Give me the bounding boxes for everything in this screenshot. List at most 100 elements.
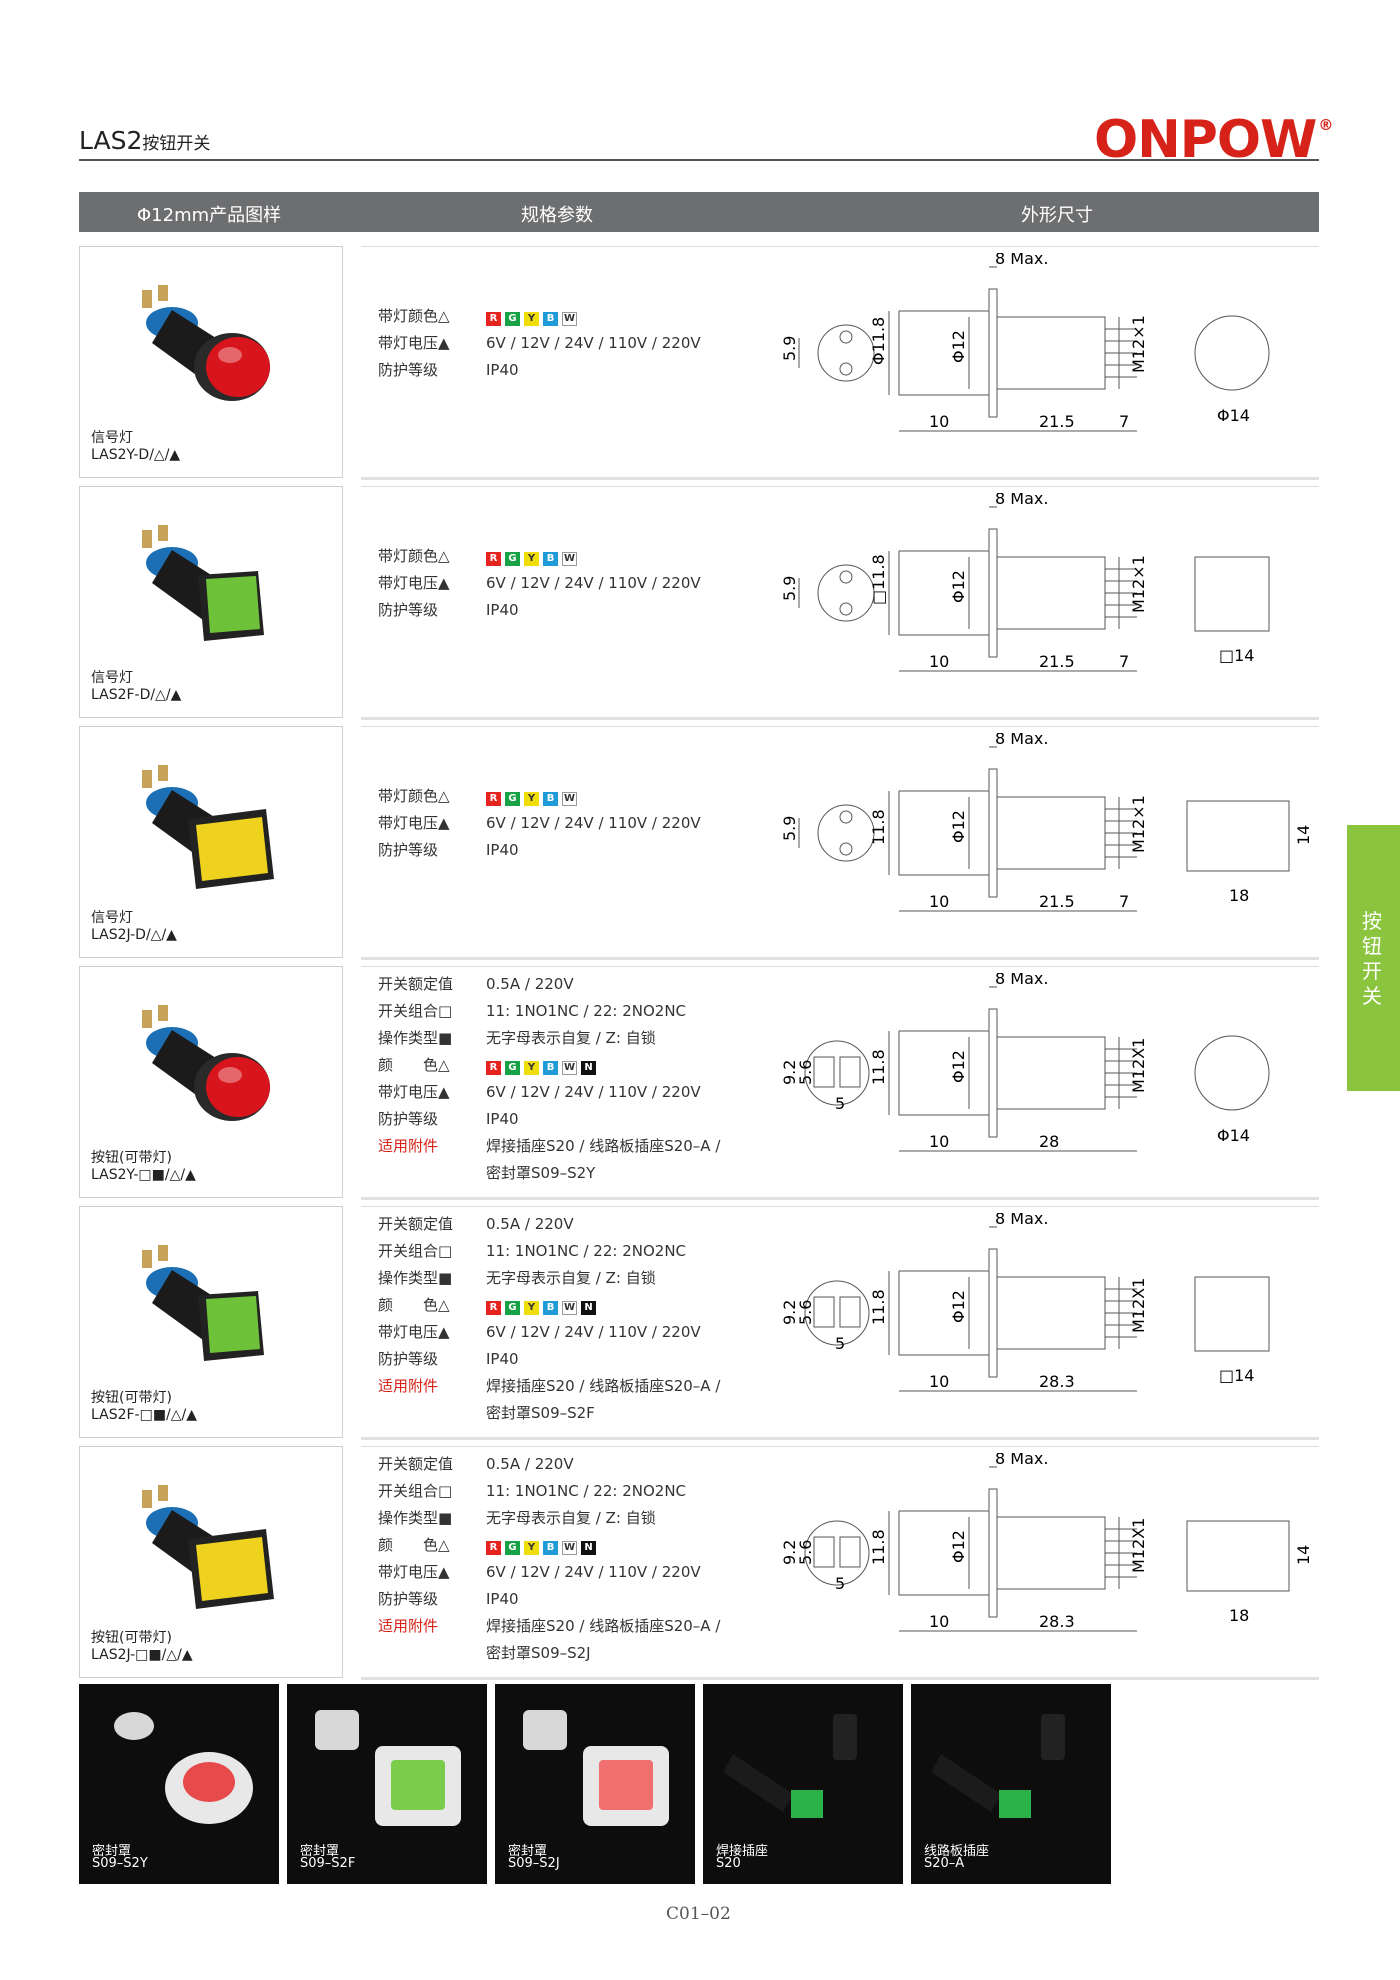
spec-value: IP40 (486, 1350, 519, 1368)
title-rule (79, 159, 1319, 161)
accessory-drawing (931, 1714, 1065, 1818)
spec-line: 带灯电压▲6V / 12V / 24V / 110V / 220V (378, 1561, 701, 1582)
spec-line: 密封罩S09–S2F (378, 1402, 595, 1423)
side-view-bezel (898, 790, 990, 876)
spec-label: 防护等级 (378, 1590, 439, 1608)
dim-d2: Φ12 (949, 810, 968, 843)
side-view-bezel (898, 1270, 990, 1356)
side-view-bezel (898, 1510, 990, 1596)
dim-thread: M12×1 (1129, 315, 1148, 373)
dim-len-b: 21.5 (1039, 412, 1075, 431)
terminal (142, 1490, 152, 1508)
spec-line: 操作类型■无字母表示自复 / Z: 自锁 (378, 1267, 656, 1288)
dim-face-h: 14 (1294, 1545, 1313, 1565)
terminal (142, 1250, 152, 1268)
dim-len-c: 7 (1119, 412, 1129, 431)
dim-thread: M12X1 (1129, 1038, 1148, 1093)
spec-label: 带灯电压▲ (378, 574, 450, 592)
color-chip-g: G (505, 1061, 520, 1075)
color-chip-y: Y (524, 552, 539, 566)
contact-block (813, 1536, 835, 1568)
accessory-drawing (723, 1714, 857, 1818)
color-chip-b: B (543, 312, 558, 326)
dim-d2: Φ12 (949, 1050, 968, 1083)
dim-max: 8 Max. (995, 253, 1048, 268)
dim-front-a: 9.2 (780, 1540, 799, 1565)
product-type: 信号灯 (91, 910, 133, 926)
spec-value: IP40 (486, 841, 519, 859)
accessory-model: S09–S2Y (92, 1856, 148, 1871)
dim-front-b: 5.6 (796, 1300, 815, 1325)
front-view (804, 1280, 870, 1346)
accessory-drawing (315, 1710, 461, 1826)
front-view (804, 1520, 870, 1586)
front-view (817, 324, 875, 382)
dim-d1: 11.8 (869, 809, 888, 845)
spec-label: 适用附件 (378, 1617, 439, 1635)
terminal (142, 530, 152, 548)
panel (988, 1008, 998, 1138)
dim-d2: Φ12 (949, 330, 968, 363)
spec-line: 防护等级 IP40 (378, 1588, 519, 1609)
dim-front: 5.9 (780, 576, 799, 601)
dim-max: 8 Max. (995, 1453, 1048, 1468)
spec-panel (361, 1206, 1319, 1440)
dim-face: □14 (1219, 1366, 1254, 1385)
spec-line: 带灯电压▲6V / 12V / 24V / 110V / 220V (378, 1081, 701, 1102)
dim-face: Φ14 (1217, 406, 1250, 425)
spec-label: 开关额定值 (378, 1215, 454, 1233)
spec-value: IP40 (486, 1590, 519, 1608)
spec-line: 操作类型■ 无字母表示自复 / Z: 自锁 (378, 1507, 656, 1528)
side-tab-push-button-switch[interactable]: 按钮开关 (1347, 825, 1400, 1091)
spec-value: 0.5A / 220V (486, 975, 574, 993)
dim-max: 8 Max. (995, 973, 1048, 988)
cover-lens (391, 1760, 445, 1810)
spec-value: 无字母表示自复 / Z: 自锁 (486, 1509, 656, 1527)
spec-line: 适用附件 焊接插座S20 / 线路板插座S20–A / (378, 1615, 720, 1636)
panel (988, 1488, 998, 1618)
dim-front-c: 5 (835, 1094, 845, 1113)
cover-lens (599, 1760, 653, 1810)
front-pin (839, 362, 853, 376)
color-chip-r: R (486, 1541, 501, 1555)
face-view (1186, 1520, 1290, 1592)
dim-front-a: 9.2 (780, 1060, 799, 1085)
spec-label: 适用附件 (378, 1377, 439, 1395)
dim-d1: Φ11.8 (869, 317, 888, 365)
face-view (1194, 1035, 1270, 1111)
title-model: LAS2 (79, 126, 143, 155)
accessory-drawing (114, 1712, 253, 1824)
side-view-body (996, 1276, 1106, 1350)
spec-label: 操作类型■ (378, 1509, 453, 1527)
spec-panel (361, 726, 1319, 960)
cover-small (523, 1710, 567, 1750)
side-view-body (996, 556, 1106, 630)
dim-front-b: 5.6 (796, 1060, 815, 1085)
spec-value: 焊接插座S20 / 线路板插座S20–A / (486, 1617, 721, 1635)
spec-label: 带灯颜色△ (378, 307, 450, 325)
product-model: LAS2J-D/△/▲ (91, 927, 177, 943)
product-type: 按钮(可带灯) (91, 1150, 172, 1166)
spec-label: 带灯电压▲ (378, 334, 450, 352)
color-chip-b: B (543, 1301, 558, 1315)
lens-cap (999, 1790, 1031, 1818)
spec-line: 开关组合□11: 1NO1NC / 22: 2NO2NC (378, 1480, 686, 1501)
dim-len-a: 10 (929, 1372, 949, 1391)
side-view-body (996, 316, 1106, 390)
accessory-name: 焊接插座 (716, 1844, 769, 1859)
spec-line: 适用附件焊接插座S20 / 线路板插座S20–A / (378, 1135, 720, 1156)
socket (833, 1714, 857, 1760)
dim-len-a: 10 (929, 1132, 949, 1151)
front-pin (839, 330, 853, 344)
color-chip-b: B (543, 1061, 558, 1075)
color-chip-n: N (581, 1301, 596, 1315)
face-view (1186, 800, 1290, 872)
